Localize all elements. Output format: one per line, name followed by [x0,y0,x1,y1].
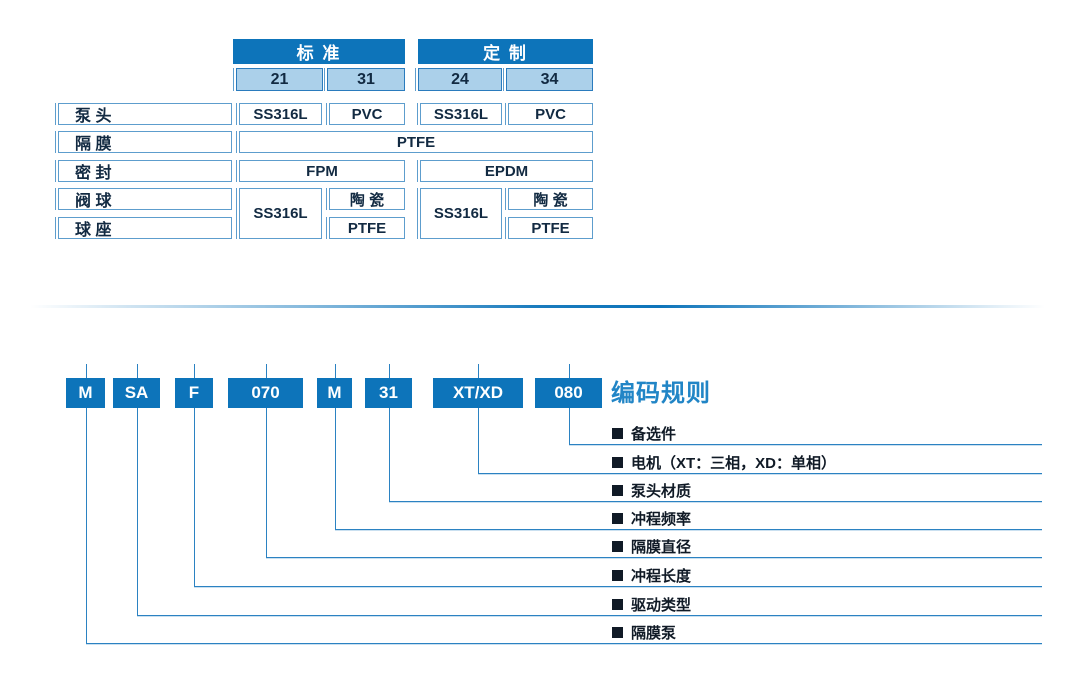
table-cell-seal-standard: FPM [239,160,405,182]
code-connector-horizontal [266,557,1042,558]
code-segment-description: 泵头材质 [612,480,691,500]
row-label-pump-head: 泵 头 [58,103,232,125]
code-segment-top-tick [266,364,267,378]
code-segment-box: F [175,378,213,408]
section-divider [30,305,1045,308]
row-label-seal: 密 封 [58,160,232,182]
table-cell-valve-std-seat: PTFE [329,217,405,239]
code-segment-description: 电机（XT：三相，XD：单相） [612,452,836,472]
table-cell-valve-custom-ball: 陶 瓷 [508,188,593,210]
code-segment-top-tick [86,364,87,378]
group-header-custom: 定 制 [418,39,593,64]
code-segment-box: M [317,378,352,408]
table-cell-seal-custom: EPDM [420,160,593,182]
bullet-square-icon [612,626,623,638]
code-segment-box: SA [113,378,160,408]
code-segment-box: 31 [365,378,412,408]
code-connector-horizontal [86,643,1042,644]
code-connector-horizontal [137,615,1042,616]
code-segment-top-tick [478,364,479,378]
code-segment-top-tick [389,364,390,378]
model-code-21: 21 [236,68,323,91]
group-header-standard: 标 准 [233,39,405,64]
code-segment-description: 隔膜泵 [612,622,676,642]
code-connector-horizontal [194,586,1042,587]
code-connector-horizontal [569,444,1042,445]
table-cell-pump-head-21: SS316L [239,103,322,125]
code-connector-horizontal [335,529,1042,530]
coding-rule-title: 编码规则 [611,380,711,407]
code-connector-vertical [137,408,138,615]
table-cell-pump-head-24: SS316L [420,103,502,125]
row-label-valve-ball: 阀 球 [58,188,232,210]
code-connector-vertical [335,408,336,529]
model-code-31: 31 [327,68,405,91]
table-cell-pump-head-31: PVC [329,103,405,125]
table-cell-valve-custom-metal: SS316L [420,188,502,239]
code-segment-description: 冲程频率 [612,508,691,528]
code-segment-box: 070 [228,378,303,408]
code-connector-vertical [86,408,87,643]
table-cell-diaphragm-all: PTFE [239,131,593,153]
code-segment-description: 隔膜直径 [612,536,691,556]
code-connector-horizontal [478,473,1042,474]
table-cell-pump-head-34: PVC [508,103,593,125]
code-connector-vertical [569,408,570,444]
code-segment-description: 备选件 [612,423,676,443]
code-segment-box: M [66,378,105,408]
code-segment-description-text: 隔膜泵 [631,624,677,642]
table-cell-valve-std-ball: 陶 瓷 [329,188,405,210]
code-connector-horizontal [389,501,1042,502]
code-segment-description-text: 备选件 [631,425,677,443]
model-code-24: 24 [418,68,502,91]
row-label-ball-seat: 球 座 [58,217,232,239]
bullet-square-icon [612,512,623,524]
code-segment-description-text: 冲程频率 [631,510,692,528]
bullet-square-icon [612,484,623,496]
code-segment-description-text: 隔膜直径 [631,538,692,556]
code-segment-description-text: 泵头材质 [631,482,692,500]
table-cell-valve-custom-seat: PTFE [508,217,593,239]
code-segment-top-tick [137,364,138,378]
code-connector-vertical [389,408,390,501]
code-segment-top-tick [335,364,336,378]
code-segment-top-tick [569,364,570,378]
code-segment-description: 冲程长度 [612,565,691,585]
bullet-square-icon [612,569,623,581]
bullet-square-icon [612,540,623,552]
code-segment-description-text: 冲程长度 [631,567,692,585]
code-connector-vertical [194,408,195,586]
code-segment-description-text: 驱动类型 [631,596,692,614]
bullet-square-icon [612,598,623,610]
code-connector-vertical [478,408,479,473]
code-connector-vertical [266,408,267,557]
row-label-diaphragm: 隔 膜 [58,131,232,153]
code-segment-description: 驱动类型 [612,594,691,614]
table-cell-valve-std-metal: SS316L [239,188,322,239]
bullet-square-icon [612,456,623,468]
code-segment-top-tick [194,364,195,378]
code-segment-box: 080 [535,378,602,408]
bullet-square-icon [612,427,623,439]
code-segment-description-text: 电机（XT：三相，XD：单相） [631,454,837,472]
code-segment-box: XT/XD [433,378,523,408]
model-code-34: 34 [506,68,593,91]
